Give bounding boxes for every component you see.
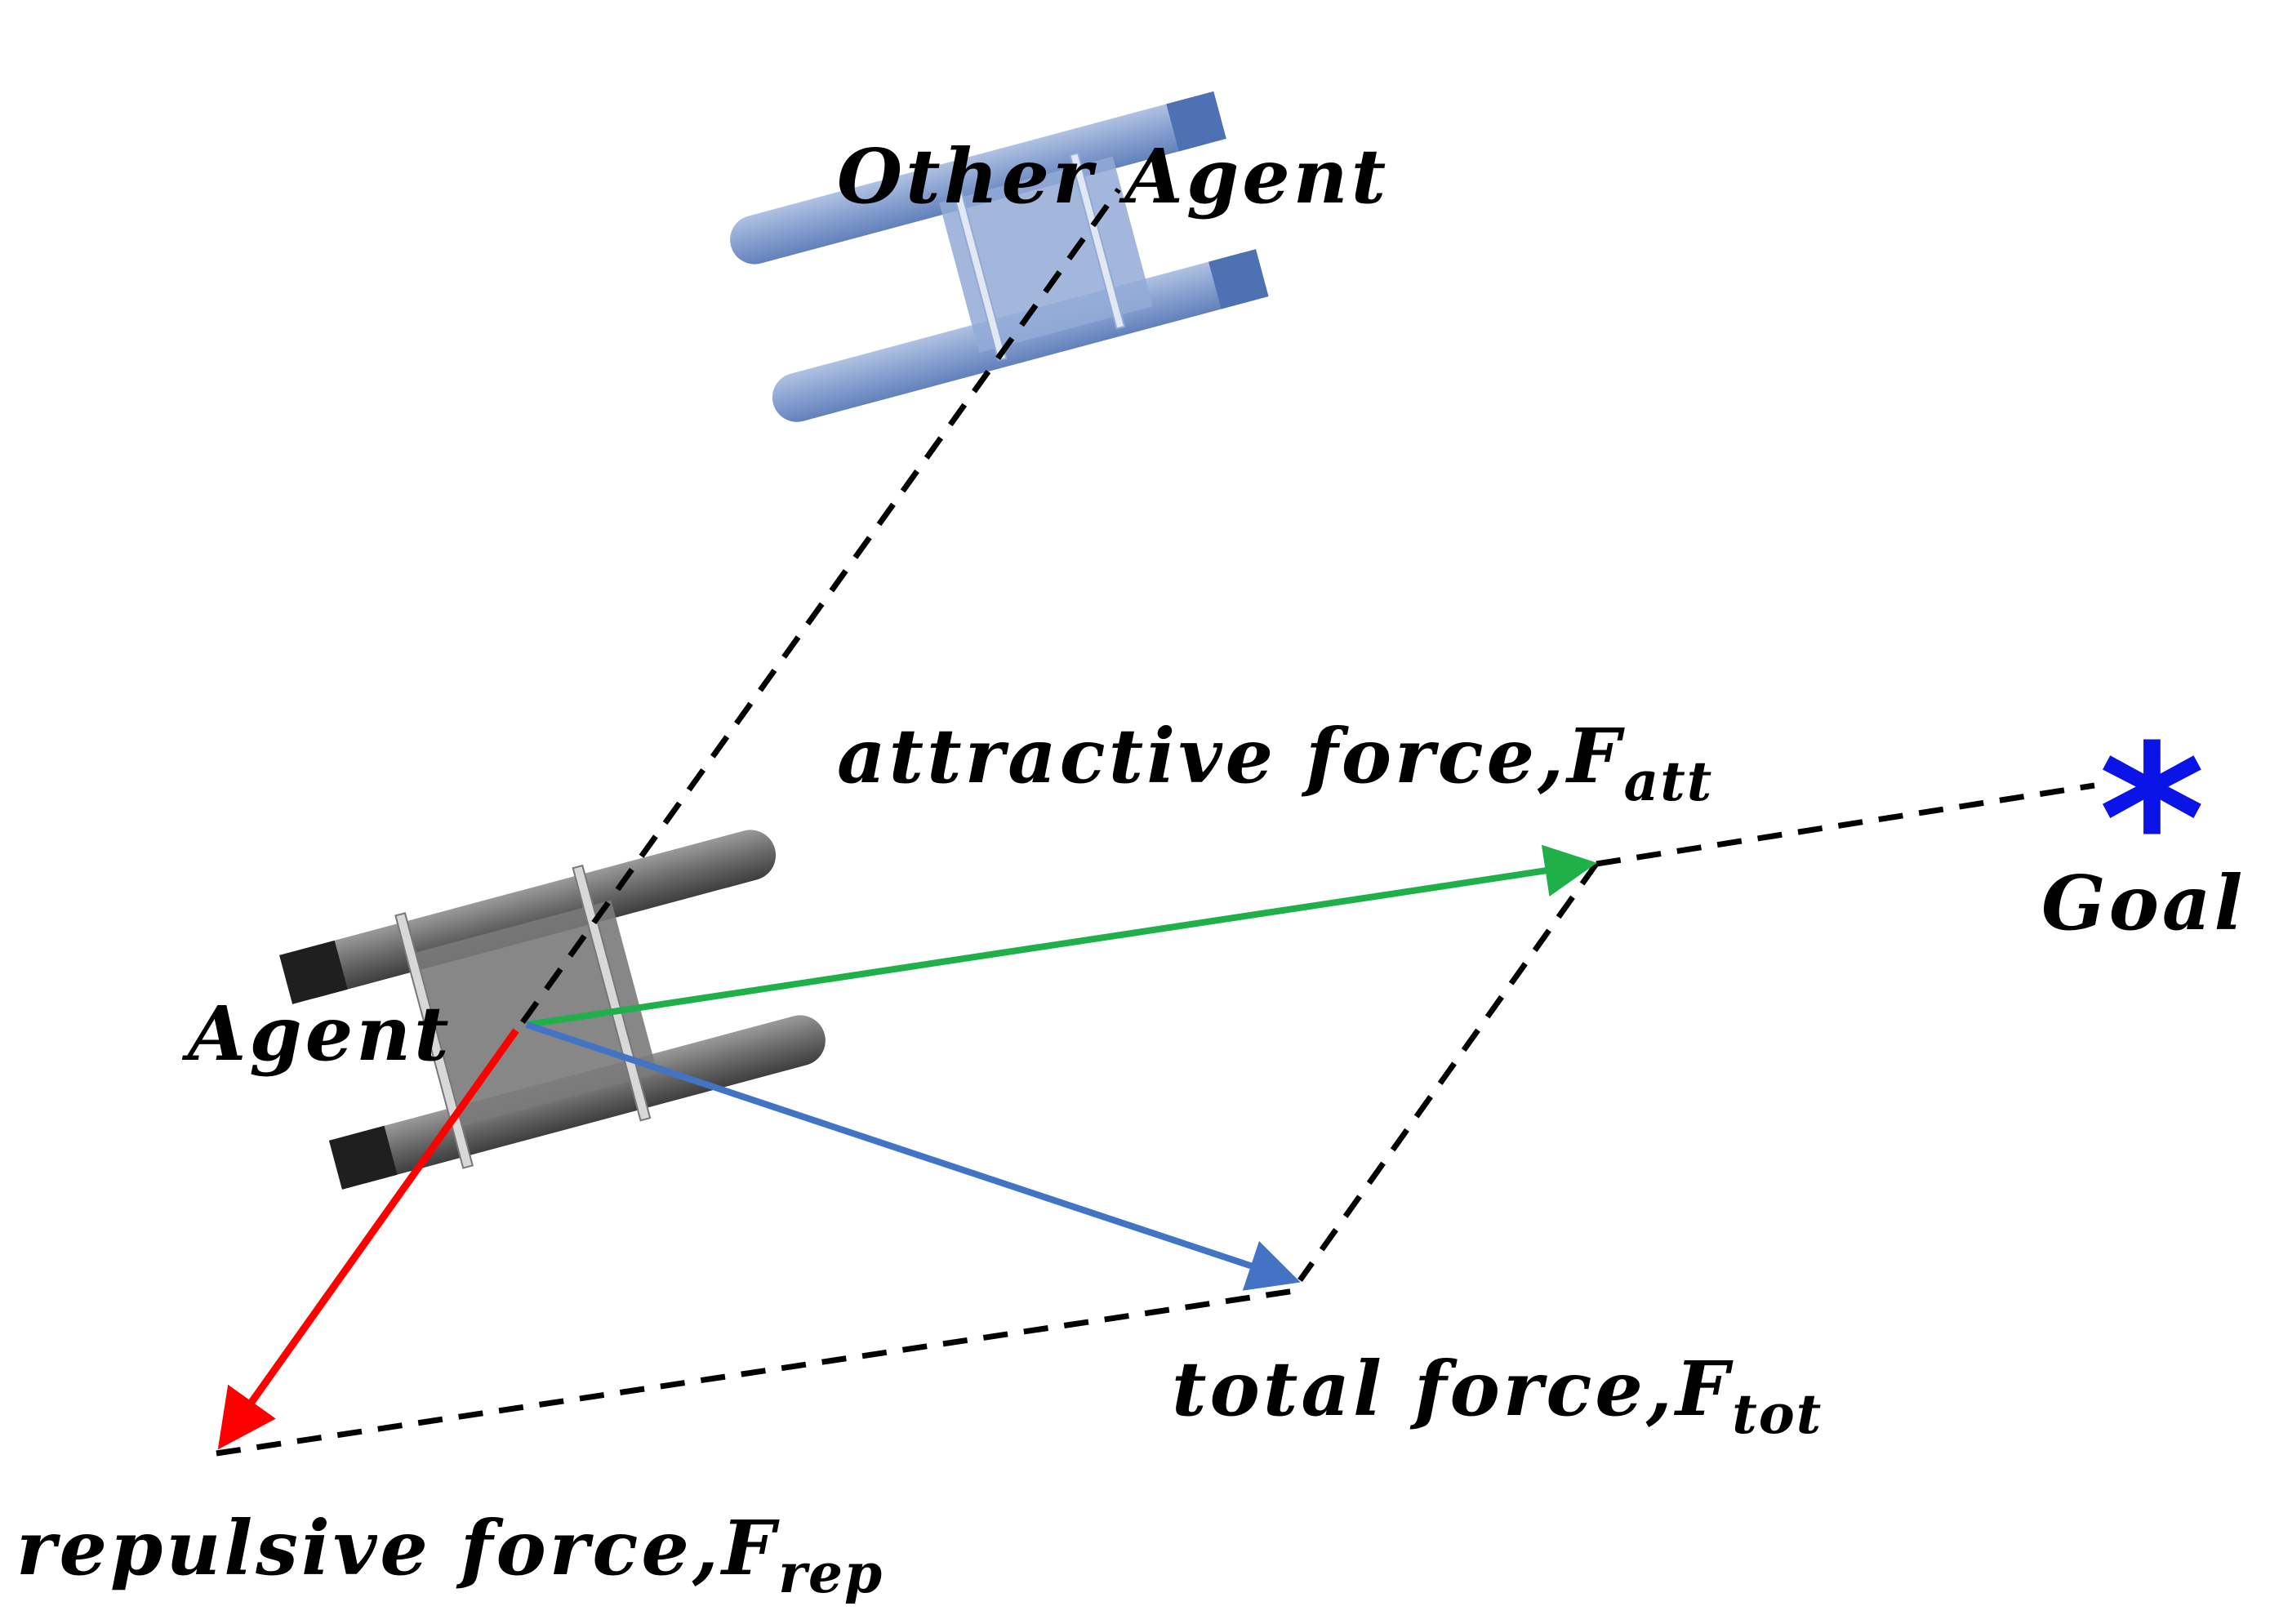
attractive-force-symbol: F xyxy=(1567,712,1624,800)
attractive-force-label: attractive force,Fatt xyxy=(837,719,1713,808)
repulsive-force-symbol: F xyxy=(721,1504,779,1592)
agent-label: Agent xyxy=(188,990,452,1078)
total-force-label: total force,Ftot xyxy=(1172,1351,1823,1441)
attractive-force-text: attractive force, xyxy=(837,712,1568,800)
repulsive-force-arrow xyxy=(217,1028,519,1450)
dashed-line-repulsive-to-total xyxy=(216,1287,1301,1457)
total-force-symbol: F xyxy=(1675,1345,1733,1433)
dashed-line-attractive-to-goal xyxy=(1596,782,2095,867)
other-agent-label: Other Agent xyxy=(837,132,1390,220)
dashed-line-attractive-to-total xyxy=(1297,861,1599,1283)
repulsive-force-subscript: rep xyxy=(778,1542,884,1605)
repulsive-force-text: repulsive force, xyxy=(16,1504,722,1592)
dashed-guides xyxy=(216,187,2095,1457)
other-agent-vehicle xyxy=(730,91,1269,422)
other-agent-hull-top xyxy=(730,96,1222,265)
total-force-arrow xyxy=(525,1021,1301,1291)
attractive-force-subscript: att xyxy=(1623,750,1714,813)
total-force-text: total force, xyxy=(1172,1345,1676,1433)
other-agent-deck xyxy=(939,156,1153,354)
goal-star-icon: * xyxy=(2099,701,2205,939)
dashed-line-agent-to-other-agent xyxy=(520,187,1121,1025)
goal-label: Goal xyxy=(2041,859,2246,947)
repulsive-force-label: repulsive force,Frep xyxy=(16,1511,884,1600)
attractive-force-arrow xyxy=(526,844,1597,1028)
total-force-subscript: tot xyxy=(1732,1382,1823,1446)
agent-deck xyxy=(406,900,658,1129)
